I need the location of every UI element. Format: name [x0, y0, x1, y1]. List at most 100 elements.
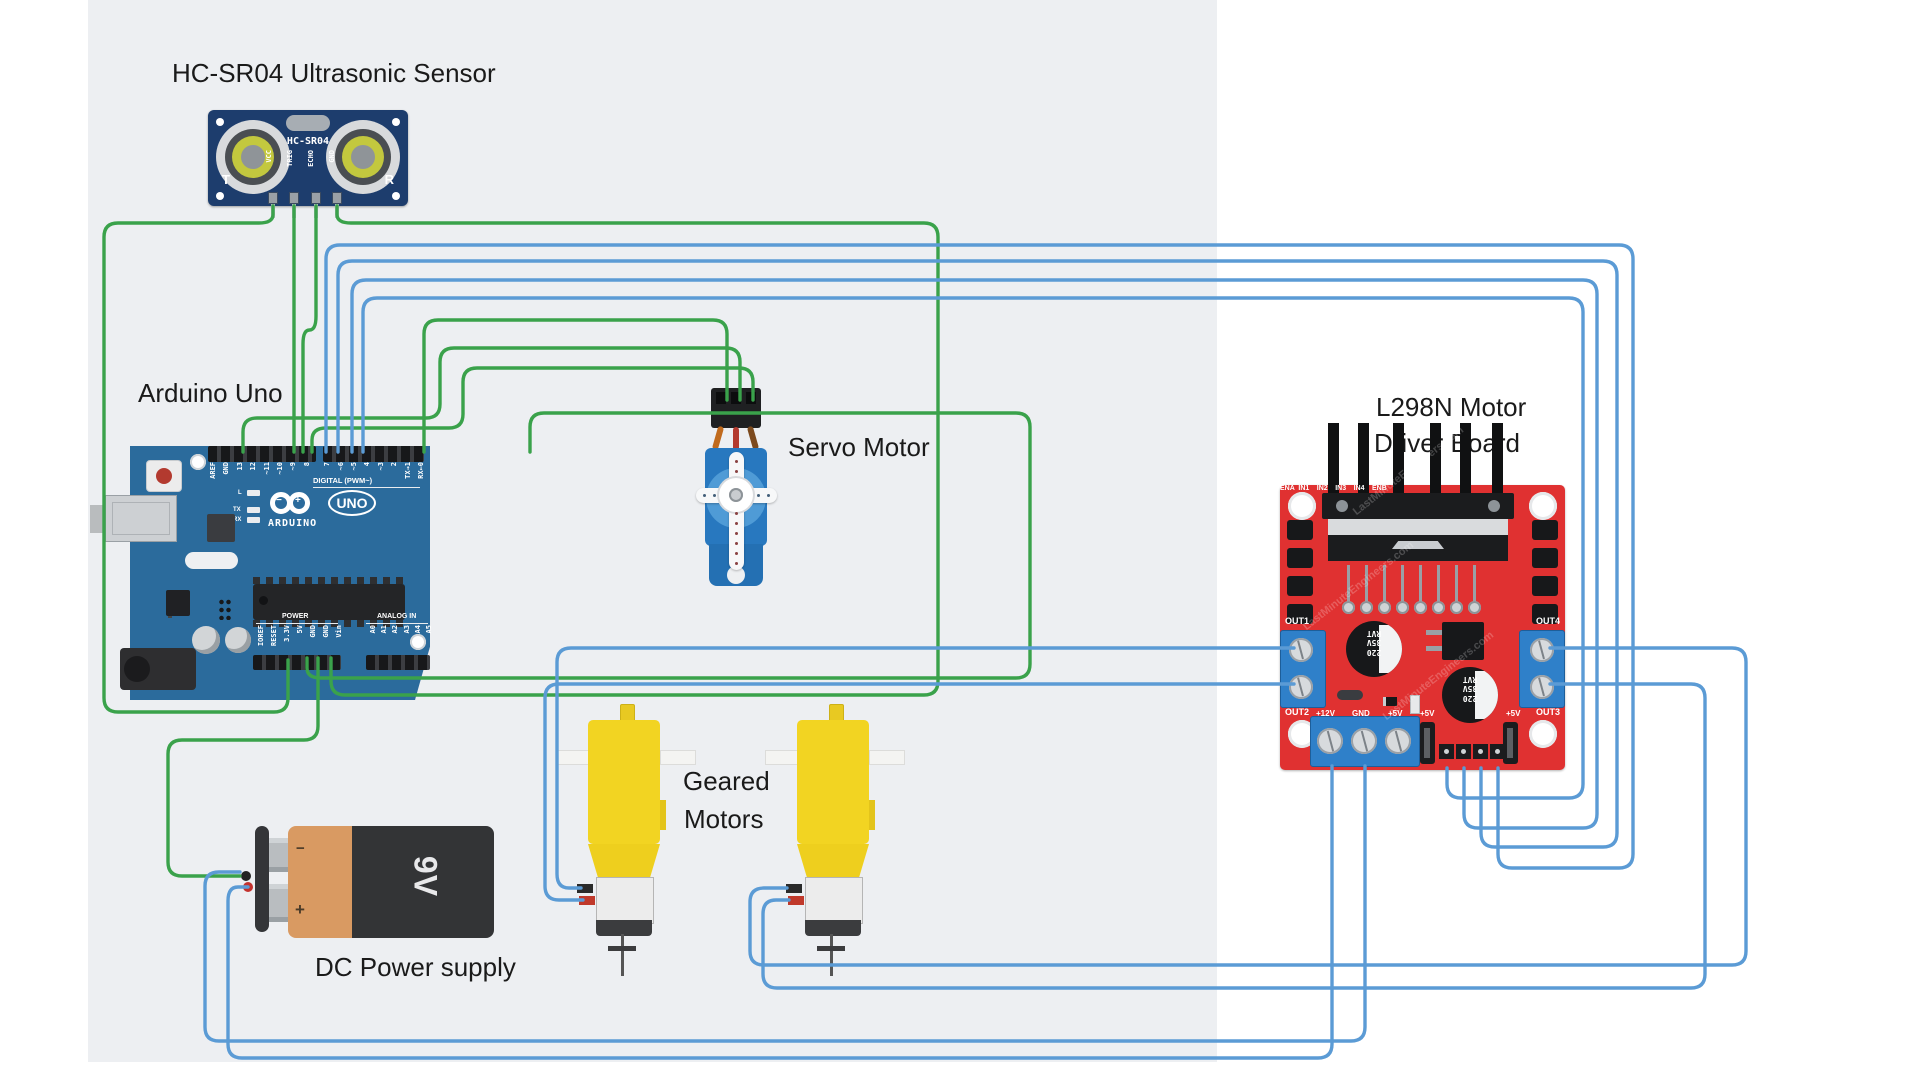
- servo-title: Servo Motor: [788, 432, 930, 462]
- arduino-brand: ARDUINO: [268, 518, 318, 529]
- terminal-positive: [788, 896, 804, 905]
- chip-leg: [1419, 565, 1422, 603]
- pin-label: RX←0: [417, 462, 425, 479]
- motor-can: [805, 877, 863, 924]
- battery-9v: − + 9V: [240, 820, 500, 945]
- pin-stub: [292, 204, 296, 218]
- mount-hole: [190, 454, 206, 470]
- pin-label: ENA: [1280, 485, 1295, 492]
- arduino-title: Arduino Uno: [138, 378, 283, 408]
- mount-hole: [1529, 492, 1557, 520]
- gearbox-skirt: [588, 844, 660, 878]
- pin-label: A5: [425, 625, 433, 634]
- power-jack: [120, 648, 196, 690]
- mount-hole: [392, 118, 400, 126]
- axle: [660, 750, 696, 765]
- pin-label: ~10: [276, 462, 284, 475]
- pin-label: A3: [402, 625, 411, 634]
- pin-label: 4: [363, 462, 372, 467]
- transmit-label: T: [222, 172, 230, 187]
- pin-label: GND: [328, 150, 336, 163]
- plus5v-label: +5V: [1420, 709, 1435, 718]
- silkscreen-line: [313, 487, 420, 488]
- mount-hole: [1529, 720, 1557, 748]
- mount-hole: [216, 192, 224, 200]
- axle: [765, 750, 801, 765]
- out1-out2-terminal: [1280, 630, 1326, 708]
- shaft-crossbar: [817, 946, 845, 951]
- mount-hole: [1288, 492, 1316, 520]
- solder-pad: [1432, 601, 1445, 614]
- pin-label: ~3: [376, 462, 385, 471]
- crystal: [286, 115, 330, 131]
- l298n-title-line1: L298N Motor: [1376, 392, 1527, 422]
- pin-label: AREF: [209, 462, 217, 479]
- pin-label: TX→1: [403, 462, 412, 479]
- digital-pwm-label: DIGITAL (PWM~): [313, 476, 373, 485]
- pin-label: 12: [249, 462, 258, 471]
- terminal-positive: [579, 896, 595, 905]
- wire-dot-black: [241, 871, 251, 881]
- motor-cap: [805, 920, 861, 936]
- pin-label: IOREF: [257, 625, 265, 647]
- solder-pad: [1450, 601, 1463, 614]
- heatsink-pin: [1492, 423, 1503, 493]
- battery-voltage: 9V: [407, 855, 444, 898]
- regulator-chip: [166, 590, 190, 616]
- led-tx: [247, 507, 260, 513]
- chip-leg: [1401, 565, 1404, 603]
- capacitor: [225, 627, 251, 653]
- solder-pad: [1360, 601, 1373, 614]
- gearbox: [588, 720, 660, 844]
- motor-cap: [596, 920, 652, 936]
- analog-header: [366, 655, 430, 670]
- horn-dots: [735, 460, 738, 463]
- terminal-negative: [577, 884, 593, 893]
- shaft-crossbar: [608, 946, 636, 951]
- horn-dots: [703, 494, 706, 497]
- power-terminal: [1310, 716, 1420, 767]
- arduino-logo: − +: [270, 492, 320, 518]
- pin-label: 8: [302, 462, 311, 467]
- plus5v-label: +5V: [1506, 709, 1521, 718]
- battery-minus: −: [296, 840, 305, 857]
- battery-plus: +: [295, 900, 305, 919]
- pin-label: 3.3V: [283, 625, 291, 642]
- pin-label: ~5: [350, 462, 358, 471]
- servo-connector: [711, 388, 761, 428]
- capacitor: [192, 626, 220, 654]
- pin-label: IN1: [1298, 485, 1310, 492]
- diode: [1287, 520, 1313, 540]
- geared-motor-left: [540, 700, 710, 980]
- in3-pin: [1473, 744, 1488, 759]
- servo-motor: [690, 385, 800, 600]
- motor-shaft-bottom: [621, 934, 624, 976]
- solder-pad: [1414, 601, 1427, 614]
- crystal-oscillator: [185, 552, 238, 569]
- digital-header: [323, 446, 424, 462]
- wire-dot-red: [243, 882, 253, 892]
- axle: [869, 750, 905, 765]
- pin-label: ~6: [336, 462, 345, 471]
- out2-label: OUT2: [1285, 707, 1310, 717]
- pin-label: A0: [369, 625, 377, 634]
- pin-label: GND: [309, 625, 317, 638]
- pin-stub: [271, 204, 275, 218]
- pin-label: A2: [391, 625, 400, 634]
- sensor-model-label: HC-SR04: [286, 136, 330, 147]
- pin-label: IN2: [1316, 485, 1328, 492]
- echo-pin: [311, 192, 321, 204]
- led-l-label: L: [238, 490, 242, 496]
- chip-leg: [1437, 565, 1440, 603]
- chip-leg: [1455, 565, 1458, 603]
- in4-pin: [1490, 744, 1505, 759]
- gearbox-skirt: [797, 844, 869, 878]
- terminal-negative: [786, 884, 802, 893]
- trig-pin: [289, 192, 299, 204]
- usb-plug-tab: [90, 505, 105, 533]
- power-header: [253, 655, 341, 670]
